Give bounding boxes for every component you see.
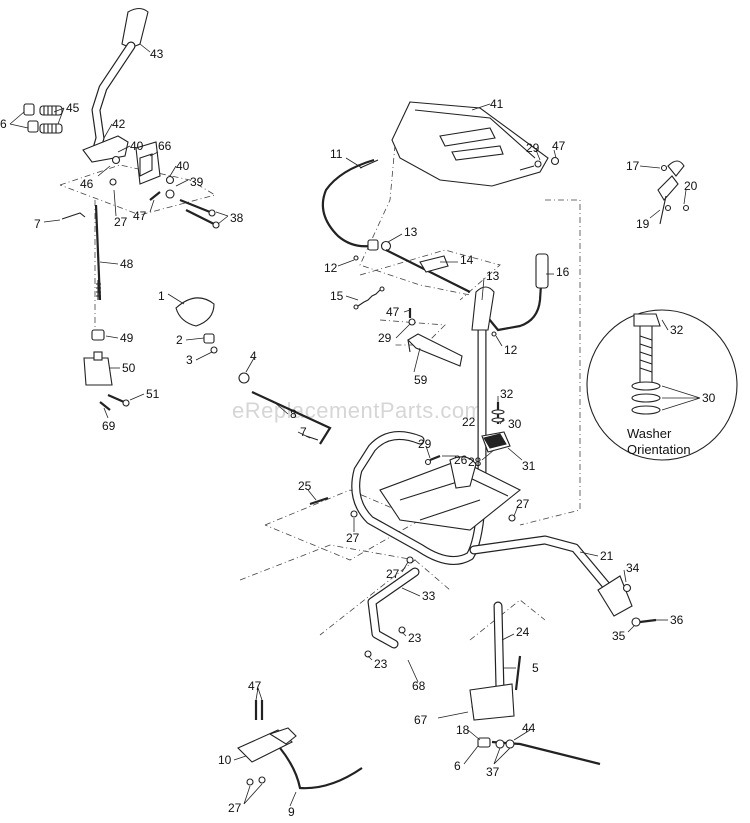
- callout-38: 38: [230, 211, 244, 225]
- lever-plate: [82, 135, 129, 163]
- callout-21: 21: [600, 549, 614, 563]
- callout-41: 41: [490, 97, 504, 111]
- inset-washer-2: [631, 393, 661, 403]
- washer-orientation-inset: Washer Orientation: [586, 309, 738, 461]
- callout-17: 17: [626, 159, 640, 173]
- throttle-control-parts: [657, 160, 690, 225]
- callout-44: 44: [522, 721, 536, 735]
- callout-19: 19: [636, 217, 650, 231]
- callout-2: 2: [176, 333, 183, 347]
- callout-22: 22: [462, 415, 476, 429]
- callout-11: 11: [330, 147, 343, 161]
- callout-47-b: 47: [552, 139, 566, 153]
- callout-47: 47: [133, 209, 147, 223]
- handle-frame: [351, 286, 633, 617]
- callout-5: 5: [532, 661, 539, 675]
- callout-45: 45: [66, 101, 80, 115]
- callout-30: 30: [702, 391, 716, 405]
- callout-32: 32: [670, 323, 684, 337]
- inset-washer-3: [631, 405, 661, 415]
- callout-8: 8: [290, 407, 297, 421]
- callout-46: 46: [80, 177, 94, 191]
- callout-27: 27: [114, 215, 128, 229]
- callout-6: 6: [0, 117, 7, 131]
- callout-15: 15: [330, 289, 344, 303]
- callout-69: 69: [102, 419, 116, 433]
- callout-26: 26: [454, 453, 468, 467]
- shift-lever-assembly: [23, 7, 220, 411]
- lever-grip: [121, 7, 149, 48]
- inset-bolt-head: [633, 313, 661, 327]
- callout-40: 40: [130, 139, 144, 153]
- callout-7: 7: [34, 217, 41, 231]
- callout-23-b: 23: [374, 657, 388, 671]
- callout-25: 25: [298, 479, 312, 493]
- inset-washer-1: [631, 381, 661, 391]
- callout-13-b: 13: [486, 269, 500, 283]
- callout-35: 35: [612, 629, 626, 643]
- callout-28: 28: [468, 455, 482, 469]
- callout-10: 10: [218, 753, 232, 767]
- callout-14: 14: [460, 253, 474, 267]
- watermark-text: eReplacementParts.com: [232, 398, 483, 423]
- callout-3: 3: [186, 353, 193, 367]
- callout-29-b: 29: [378, 331, 392, 345]
- inset-caption-line1: Washer: [627, 426, 672, 441]
- callout-24: 24: [516, 625, 530, 639]
- callout-42: 42: [112, 117, 126, 131]
- callout-20: 20: [684, 179, 698, 193]
- callout-27-b: 27: [346, 531, 360, 545]
- callout-1: 1: [158, 289, 165, 303]
- callout-9: 9: [288, 805, 295, 819]
- callout-68: 68: [412, 679, 426, 693]
- callout-51: 51: [146, 387, 160, 401]
- springs: [39, 105, 63, 134]
- callout-23: 23: [408, 631, 422, 645]
- inset-caption-line2: Orientation: [627, 442, 691, 457]
- inset-circle: [586, 309, 738, 461]
- spring-and-bracket: [353, 286, 463, 367]
- callout-16: 16: [556, 265, 570, 279]
- callout-18: 18: [456, 723, 470, 737]
- control-panel: [391, 101, 560, 187]
- callout-67: 67: [414, 713, 428, 727]
- callout-43: 43: [150, 47, 164, 61]
- callout-49: 49: [120, 331, 134, 345]
- leader-lines: [9, 43, 701, 807]
- callout-34: 34: [626, 561, 640, 575]
- callout-12-b: 12: [504, 343, 518, 357]
- callout-66: 66: [158, 139, 172, 153]
- callout-30-b: 30: [508, 417, 522, 431]
- control-cables: [321, 158, 549, 337]
- callout-48: 48: [120, 257, 134, 271]
- callout-27-d: 27: [386, 567, 400, 581]
- callout-13: 13: [404, 225, 418, 239]
- callout-59: 59: [414, 373, 428, 387]
- callout-29-c: 29: [418, 437, 432, 451]
- callout-6-b: 6: [454, 759, 461, 773]
- callout-27-c: 27: [516, 497, 530, 511]
- callout-4: 4: [250, 349, 257, 363]
- callout-12: 12: [324, 261, 338, 275]
- callout-50: 50: [122, 361, 136, 375]
- callout-labels: 43 45 6 42 40 66 46 40 39 27 47 38 7 48 …: [0, 47, 716, 819]
- lower-levers: [364, 567, 657, 721]
- callout-32-b: 32: [500, 387, 514, 401]
- callout-37: 37: [486, 765, 500, 779]
- assembly-dash-lines: [59, 144, 581, 641]
- lower-cable-and-bracket: [237, 700, 601, 790]
- callout-47-d: 47: [248, 679, 262, 693]
- knob-and-rod: [175, 297, 332, 445]
- callout-7-b: 7: [300, 425, 307, 439]
- brake-hardware: [309, 402, 516, 564]
- callout-47-c: 47: [386, 305, 400, 319]
- callout-27-e: 27: [228, 801, 242, 815]
- callout-31: 31: [522, 459, 536, 473]
- callout-29: 29: [526, 141, 540, 155]
- callout-39: 39: [190, 175, 204, 189]
- callout-40-b: 40: [176, 159, 190, 173]
- callout-36: 36: [670, 613, 684, 627]
- callout-33: 33: [422, 589, 436, 603]
